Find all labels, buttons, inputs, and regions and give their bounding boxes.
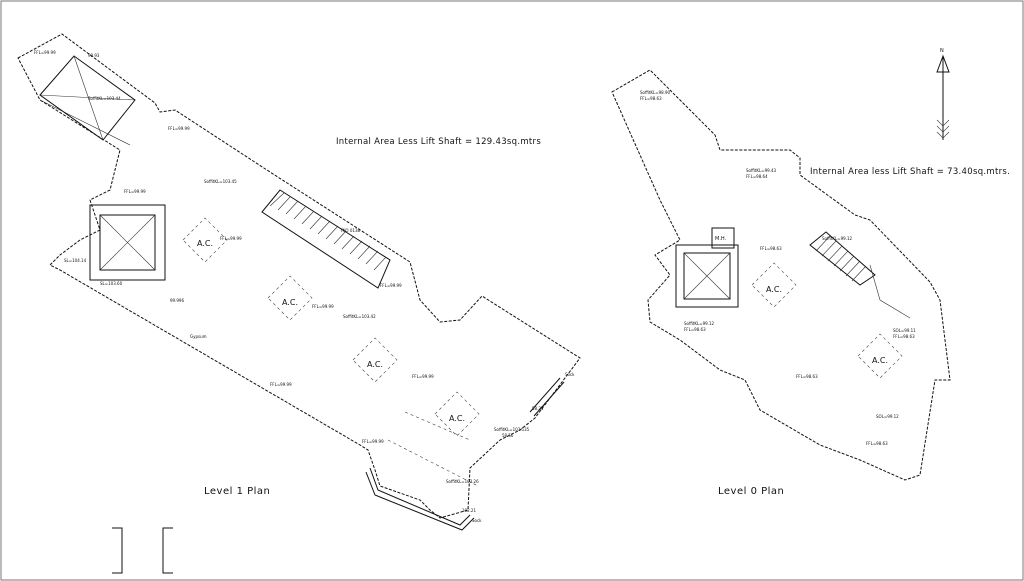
level-0-plan: M.H. A.C. A.C. SoffitKL=98.90 FFL=98.63 … — [611, 69, 1010, 497]
level-1-outer-wall — [17, 33, 581, 519]
level-1-sl-label: SL=104.14 — [64, 258, 87, 263]
ac-unit-4: A.C. — [434, 391, 480, 437]
level-1-gypsum-label: Gypsum — [190, 334, 207, 339]
level-0-title: Level 0 Plan — [718, 486, 784, 497]
level-0-soffit-label: SoffitKL=99.12 — [822, 236, 853, 241]
level-1-ffl-label: FFL=99.99 — [34, 50, 56, 55]
level-1-value-label: 58.25 — [532, 406, 544, 411]
level-1-plan: A.C. A.C. A.C. A.C. FFL=99.99 99.93 Soff… — [17, 33, 581, 531]
level-0-area-note: Internal Area less Lift Shaft = 73.40sq.… — [810, 167, 1010, 177]
ac-unit-l0-2: A.C. — [857, 333, 903, 379]
ac-label: A.C. — [766, 285, 782, 294]
ac-label: A.C. — [872, 356, 888, 365]
level-1-ffl-label: FFL=99.99 — [270, 382, 292, 387]
key-marks — [112, 527, 173, 574]
level-1-ffl-label: FFL=99.99 — [124, 189, 146, 194]
level-1-ffl-label: FFL=99.99 — [412, 374, 434, 379]
ac-unit-3: A.C. — [352, 337, 398, 383]
level-1-sock-label: Sock — [472, 518, 482, 523]
level-0-ffl-label: FFL=98.63 — [796, 374, 818, 379]
ac-unit-l0-1: A.C. — [751, 262, 797, 308]
level-0-ffl-label: FFL=98.63 — [893, 334, 915, 339]
level-1-value-label: 102.21 — [462, 508, 476, 513]
level-0-outer-wall — [611, 69, 951, 481]
level-1-soffit-label: SoffitKL=103.45 — [204, 179, 237, 184]
level-1-ffl-label: FFL=99.99 — [362, 439, 384, 444]
level-1-value-label: 58.56 — [502, 433, 514, 438]
level-0-ffl-label: FFL=98.63 — [640, 96, 662, 101]
level-0-soffit-label: SoffitKL=98.90 — [640, 90, 671, 95]
ac-unit-1: A.C. — [182, 217, 228, 263]
manhole: M.H. — [711, 227, 735, 249]
level-1-top-void — [39, 55, 136, 141]
mh-label: M.H. — [715, 236, 727, 242]
level-1-sock-label: Sock — [565, 372, 575, 377]
level-1-soffit-label: SoffitKL=103.26 — [446, 479, 479, 484]
level-1-soffit-label: SoffitKL=103.535 — [494, 427, 530, 432]
level-1-stair-note: TNO 0138 — [339, 228, 360, 233]
level-1-ffl-label: FFL=99.99 — [220, 236, 242, 241]
level-1-ffl-label: FFL=99.99 — [380, 283, 402, 288]
level-0-sol-label: SOL=99.12 — [876, 414, 899, 419]
ac-label: A.C. — [367, 360, 383, 369]
level-1-staircase — [261, 189, 391, 289]
level-1-soffit-label: SoffitKL=103.44 — [88, 96, 121, 101]
north-label: N — [940, 48, 944, 54]
ac-unit-2: A.C. — [267, 275, 313, 321]
level-1-value-label: 99.996 — [170, 298, 184, 303]
level-0-sol-label: SOL=99.11 — [893, 328, 916, 333]
level-1-bay-window — [365, 439, 479, 531]
level-0-staircase — [809, 231, 911, 319]
level-1-area-note: Internal Area Less Lift Shaft = 129.43sq… — [336, 137, 541, 147]
level-1-soffit-label: SoffitKL=103.42 — [343, 314, 376, 319]
level-0-soffit-label: SoffitKL=99.12 — [684, 321, 715, 326]
level-1-title: Level 1 Plan — [204, 486, 270, 497]
level-0-ffl-label: FFL=98.63 — [760, 246, 782, 251]
level-0-ffl-label: FFL=98.64 — [746, 174, 768, 179]
level-1-ffl-label: FFL=99.99 — [312, 304, 334, 309]
ac-label: A.C. — [197, 239, 213, 248]
level-0-ffl-label: FFL=98.63 — [866, 441, 888, 446]
level-1-sl-label: SL=103.60 — [100, 281, 123, 286]
ac-label: A.C. — [449, 414, 465, 423]
north-arrow-icon: N — [936, 48, 950, 140]
level-0-soffit-label: SoffitKL=99.43 — [746, 168, 777, 173]
level-1-lift-shaft — [89, 204, 166, 281]
level-1-value-label: 99.93 — [88, 53, 100, 58]
level-0-ffl-label: FFL=98.63 — [684, 327, 706, 332]
level-1-ffl-label: FFL=99.99 — [168, 126, 190, 131]
ac-label: A.C. — [282, 298, 298, 307]
level-0-lift-shaft — [675, 244, 739, 308]
